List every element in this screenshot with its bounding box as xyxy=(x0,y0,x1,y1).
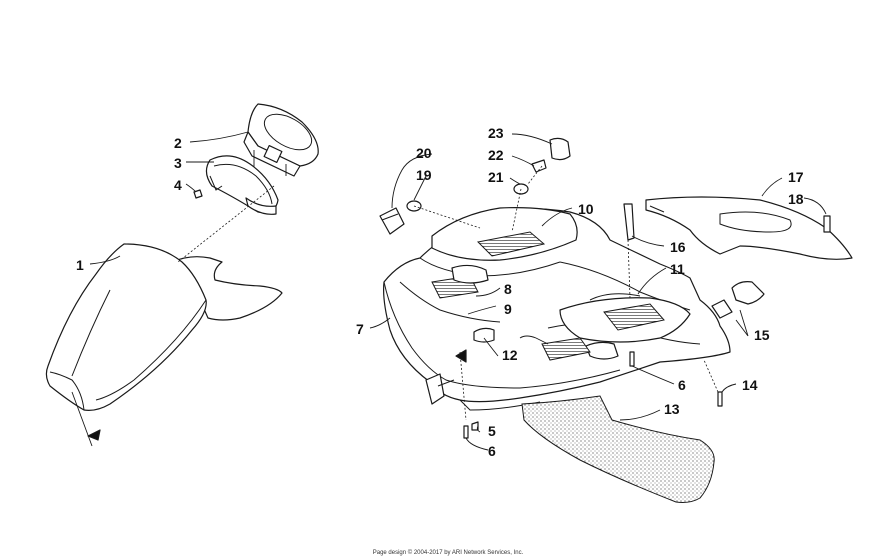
gauge-housing-part[interactable] xyxy=(205,155,279,215)
screw-part-6b[interactable] xyxy=(629,351,635,367)
callout-23: 23 xyxy=(488,125,504,141)
switch-part-15[interactable] xyxy=(711,281,765,319)
footer-copyright: Page design © 2004-2017 by ARI Network S… xyxy=(372,550,524,556)
fitting-part-22[interactable] xyxy=(531,159,547,173)
callout-7: 7 xyxy=(356,321,364,337)
callout-15: 15 xyxy=(754,327,770,343)
assembly-guide xyxy=(177,165,719,421)
callout-6-right: 6 xyxy=(678,377,686,393)
callout-2: 2 xyxy=(174,135,182,151)
callout-22: 22 xyxy=(488,147,504,163)
callout-14: 14 xyxy=(742,377,758,393)
callout-21: 21 xyxy=(488,169,504,185)
arrow-marker-left xyxy=(87,429,101,441)
screw-part-14[interactable] xyxy=(717,391,723,407)
callout-18: 18 xyxy=(788,191,804,207)
windshield-part[interactable] xyxy=(45,243,283,411)
callout-8: 8 xyxy=(504,281,512,297)
callout-9: 9 xyxy=(504,301,512,317)
callout-12: 12 xyxy=(502,347,518,363)
decal-part-8[interactable] xyxy=(431,264,489,299)
panel-part-10[interactable] xyxy=(431,207,578,261)
knob-part-20[interactable] xyxy=(379,207,405,235)
sticker-part-12[interactable] xyxy=(473,327,495,343)
arrow-marker-center xyxy=(455,349,467,363)
screw-part-18[interactable] xyxy=(823,215,831,233)
callout-16: 16 xyxy=(670,239,686,255)
callout-13: 13 xyxy=(664,401,680,417)
callout-3: 3 xyxy=(174,155,182,171)
bolt-part-16[interactable] xyxy=(623,203,635,241)
decal-part-9[interactable] xyxy=(541,337,591,361)
gauge-part[interactable] xyxy=(243,103,319,177)
leader-lines xyxy=(89,131,827,451)
callout-17: 17 xyxy=(788,169,804,185)
callout-6-bottom: 6 xyxy=(488,443,496,459)
screw-part-6a[interactable] xyxy=(463,425,469,439)
callout-1: 1 xyxy=(76,257,84,273)
callout-4: 4 xyxy=(174,177,182,193)
callout-10: 10 xyxy=(578,201,594,217)
callout-19: 19 xyxy=(416,167,432,183)
rear-cover-part[interactable] xyxy=(645,196,853,260)
callout-20: 20 xyxy=(416,145,432,161)
panel-part-11[interactable] xyxy=(559,297,691,360)
callout-11: 11 xyxy=(670,261,685,277)
callout-5: 5 xyxy=(488,423,496,439)
cap-part-23[interactable] xyxy=(549,137,571,161)
pad-part[interactable] xyxy=(521,395,715,503)
